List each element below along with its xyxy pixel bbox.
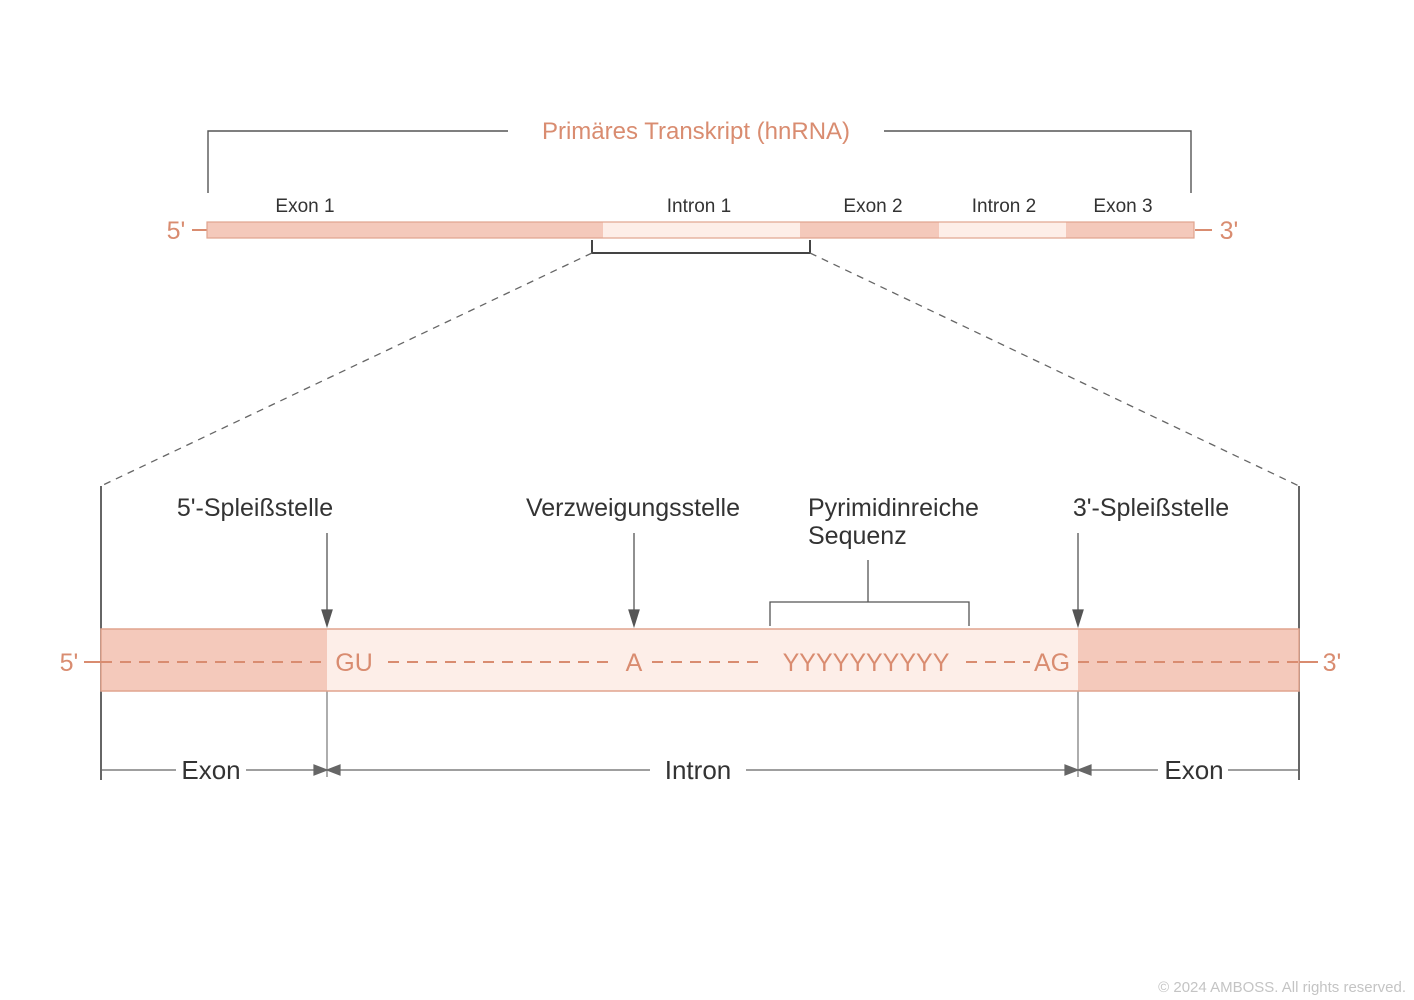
transcript-title: Primäres Transkript (hnRNA) [542, 118, 850, 145]
dim-intron: Intron [665, 755, 732, 785]
ag-motif: AG [1034, 649, 1070, 677]
segment-intron-1 [603, 222, 800, 238]
intron-detail: 5' GU A YYYYYYYYYY AG 3' 5'-Spleißstelle… [60, 486, 1342, 785]
detail-exon-left [101, 629, 327, 691]
transcript-bracket [207, 130, 1192, 193]
pyrimidine-sequence: YYYYYYYYYY [783, 649, 950, 677]
zoom-lines [100, 252, 1300, 487]
label-pyrimidine-line1: Pyrimidinreiche [808, 494, 979, 522]
segment-exon-3 [1066, 222, 1194, 238]
segment-intron-2 [939, 222, 1066, 238]
top-5prime-label: 5' [167, 217, 186, 245]
segment-label-exon-3: Exon 3 [1093, 196, 1152, 217]
segment-label-exon-1: Exon 1 [275, 196, 334, 217]
pyrimidine-bracket [769, 560, 970, 626]
segment-label-intron-2: Intron 2 [972, 196, 1036, 217]
detail-intron [327, 629, 1078, 691]
gu-motif: GU [335, 649, 373, 677]
label-pyrimidine-line2: Sequenz [808, 522, 907, 550]
label-branch-site: Verzweigungsstelle [526, 494, 740, 522]
copyright-notice: © 2024 AMBOSS. All rights reserved. [1158, 979, 1406, 996]
label-3-splice-site: 3'-Spleißstelle [1073, 494, 1229, 522]
segment-exon-1 [207, 222, 603, 238]
branch-adenine: A [626, 649, 643, 677]
detail-exon-right [1078, 629, 1299, 691]
transcript-outline [206, 221, 1195, 239]
zoom-bracket [591, 240, 811, 254]
segment-label-intron-1: Intron 1 [667, 196, 731, 217]
detail-bar-outline [100, 628, 1300, 692]
top-3prime-label: 3' [1220, 217, 1239, 245]
dim-exon-right: Exon [1164, 755, 1223, 785]
primary-transcript: Primäres Transkript (hnRNA) 5' 3' Exon 1… [167, 118, 1239, 254]
segment-exon-2 [800, 222, 939, 238]
detail-3prime-label: 3' [1323, 649, 1342, 677]
detail-5prime-label: 5' [60, 649, 79, 677]
dim-exon-left: Exon [181, 755, 240, 785]
segment-label-exon-2: Exon 2 [843, 196, 902, 217]
label-5-splice-site: 5'-Spleißstelle [177, 494, 333, 522]
